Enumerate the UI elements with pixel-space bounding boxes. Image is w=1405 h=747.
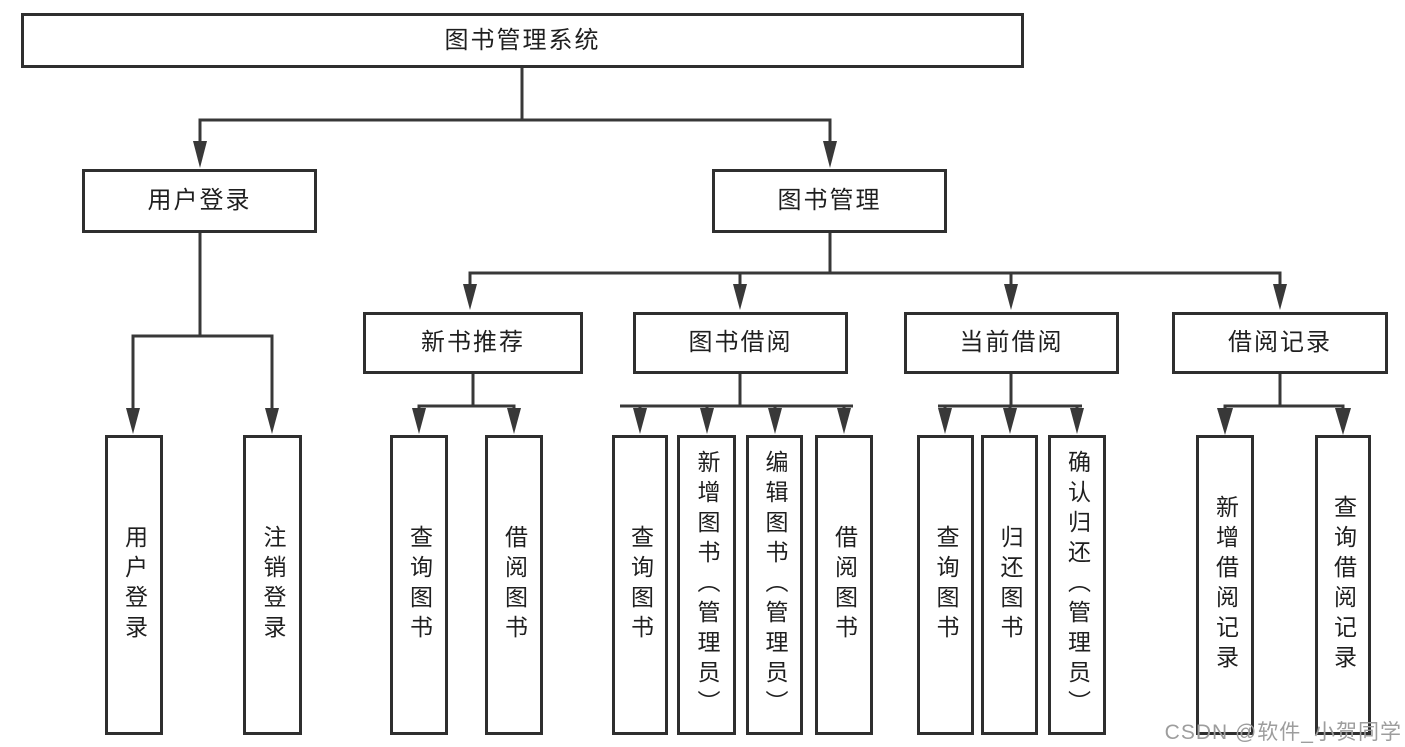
leaf-query-books-current: 查询图书: [917, 435, 974, 735]
node-borrow-records-label: 借阅记录: [1228, 329, 1332, 356]
leaf-return-book: 归还图书: [981, 435, 1038, 735]
node-new-book-recommend: 新书推荐: [363, 312, 583, 374]
leaf-query-books-recommend-label: 查询图书: [406, 525, 433, 645]
node-book-management: 图书管理: [712, 169, 947, 233]
leaf-add-book-admin-label: 新增图书（管理员）: [694, 450, 720, 720]
csdn-watermark: CSDN @软件_小贺同学: [1164, 721, 1402, 744]
leaf-add-book-admin: 新增图书（管理员）: [677, 435, 736, 735]
leaf-borrow-books: 借阅图书: [815, 435, 873, 735]
leaf-borrow-books-recommend-label: 借阅图书: [501, 525, 528, 645]
leaf-user-login: 用户登录: [105, 435, 163, 735]
leaf-borrow-books-label: 借阅图书: [831, 525, 858, 645]
node-book-borrow: 图书借阅: [633, 312, 848, 374]
leaf-user-login-label: 用户登录: [121, 525, 148, 645]
leaf-logout-label: 注销登录: [260, 525, 286, 645]
leaf-query-books-recommend: 查询图书: [390, 435, 448, 735]
leaf-add-borrow-record: 新增借阅记录: [1196, 435, 1254, 735]
node-current-borrow: 当前借阅: [904, 312, 1119, 374]
leaf-return-book-label: 归还图书: [997, 525, 1023, 645]
leaf-add-borrow-record-label: 新增借阅记录: [1212, 495, 1239, 675]
leaf-confirm-return-admin: 确认归还（管理员）: [1048, 435, 1106, 735]
leaf-query-books-borrow-label: 查询图书: [627, 525, 654, 645]
node-new-book-recommend-label: 新书推荐: [421, 329, 525, 356]
leaf-query-books-borrow: 查询图书: [612, 435, 668, 735]
leaf-confirm-return-admin-label: 确认归还（管理员）: [1064, 450, 1091, 720]
node-borrow-records: 借阅记录: [1172, 312, 1388, 374]
leaf-logout: 注销登录: [243, 435, 302, 735]
leaf-query-borrow-record: 查询借阅记录: [1315, 435, 1371, 735]
node-library-system: 图书管理系统: [21, 13, 1024, 68]
leaf-edit-book-admin: 编辑图书（管理员）: [746, 435, 803, 735]
leaf-query-borrow-record-label: 查询借阅记录: [1330, 495, 1357, 675]
node-current-borrow-label: 当前借阅: [959, 329, 1064, 356]
leaf-borrow-books-recommend: 借阅图书: [485, 435, 543, 735]
node-user-login-label: 用户登录: [147, 187, 252, 214]
node-library-system-label: 图书管理系统: [444, 26, 601, 54]
leaf-query-books-current-label: 查询图书: [933, 525, 959, 645]
node-user-login: 用户登录: [82, 169, 317, 233]
node-book-borrow-label: 图书借阅: [688, 329, 793, 356]
node-book-management-label: 图书管理: [777, 187, 882, 214]
leaf-edit-book-admin-label: 编辑图书（管理员）: [762, 450, 788, 720]
